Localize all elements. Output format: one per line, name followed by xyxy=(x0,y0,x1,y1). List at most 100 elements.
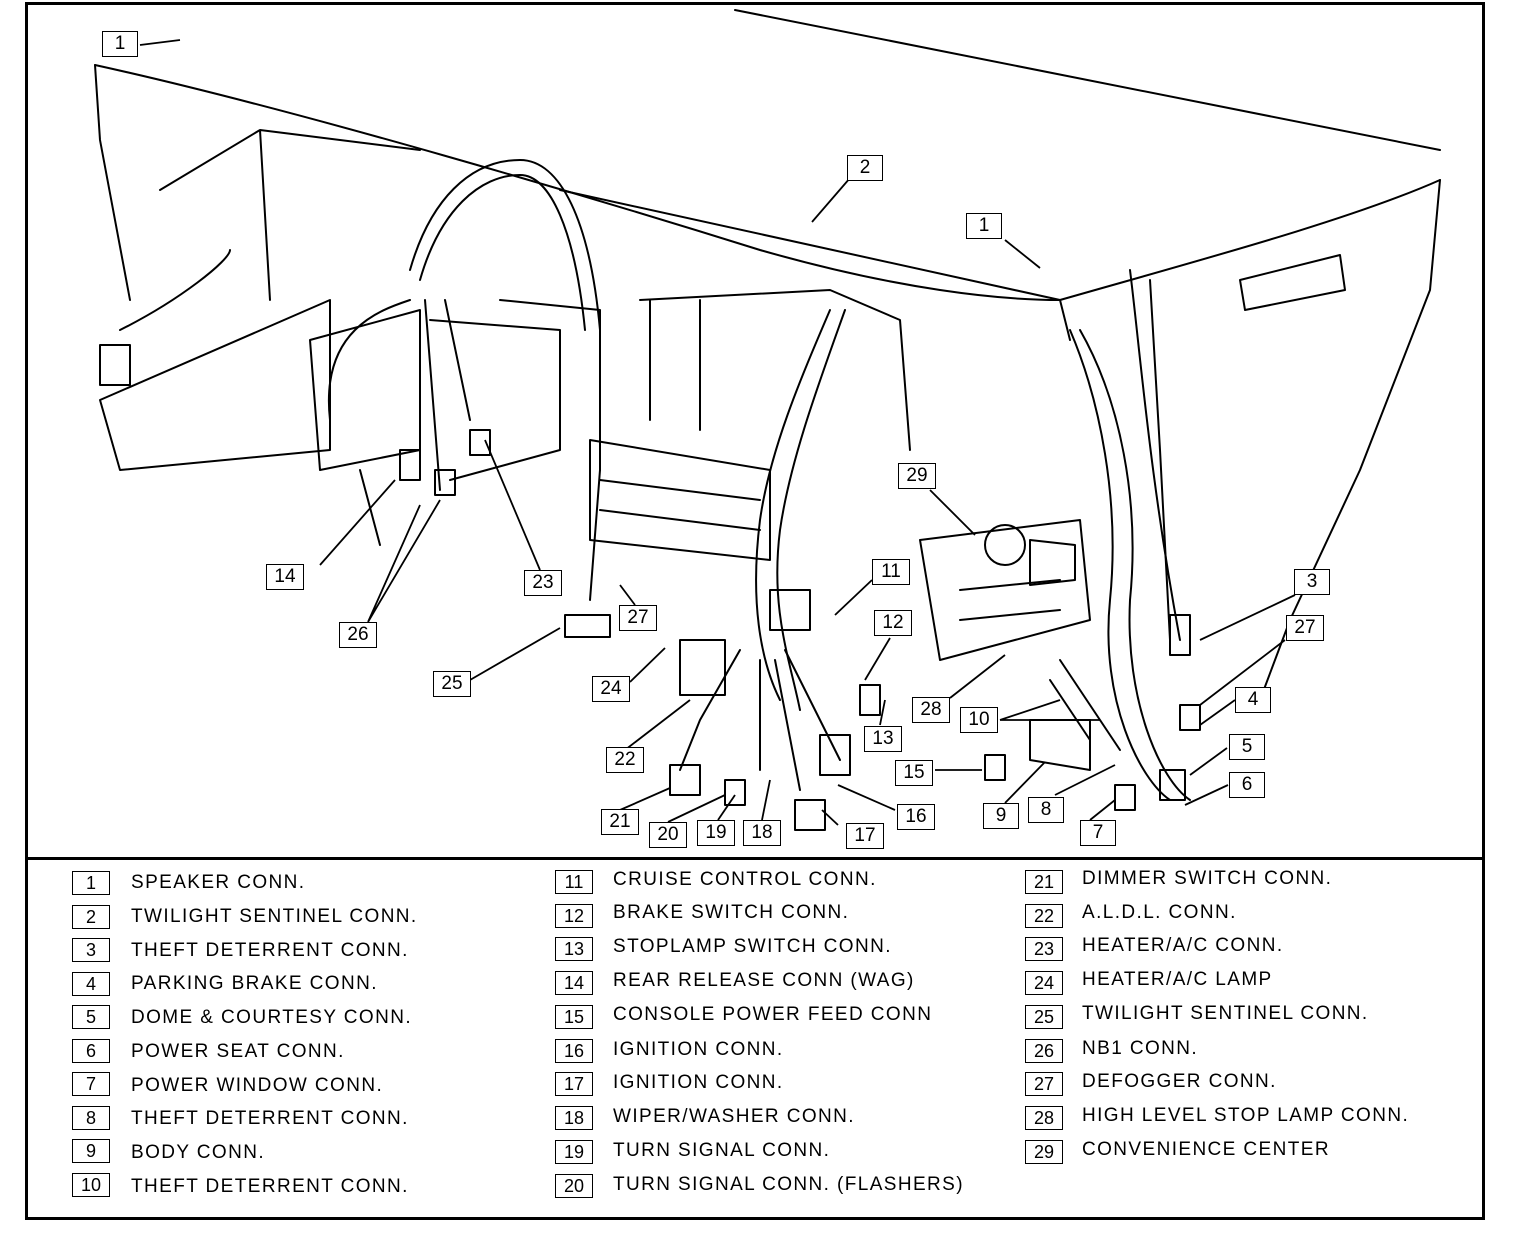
leader-16 xyxy=(837,784,896,811)
callout-18: 18 xyxy=(743,820,781,846)
leader-22 xyxy=(624,699,691,751)
legend-text-23: HEATER/A/C CONN. xyxy=(1082,935,1284,956)
legend-text-5: DOME & COURTESY CONN. xyxy=(131,1007,413,1028)
leader-14 xyxy=(319,479,396,566)
callout-27a: 27 xyxy=(619,605,657,631)
leader-4 xyxy=(1199,699,1236,726)
leader-5 xyxy=(1189,747,1228,776)
callout-27b: 27 xyxy=(1286,615,1324,641)
legend-num-1: 1 xyxy=(72,871,110,895)
callout-28: 28 xyxy=(912,697,950,723)
legend-text-21: DIMMER SWITCH CONN. xyxy=(1082,868,1333,889)
legend-num-23: 23 xyxy=(1025,937,1063,961)
legend-text-28: HIGH LEVEL STOP LAMP CONN. xyxy=(1082,1105,1410,1126)
legend-text-22: A.L.D.L. CONN. xyxy=(1082,902,1237,923)
leader-26 xyxy=(367,499,441,623)
legend-num-19: 19 xyxy=(555,1140,593,1164)
convenience-canister xyxy=(984,524,1026,566)
callout-17: 17 xyxy=(846,823,884,849)
legend-num-12: 12 xyxy=(555,904,593,928)
legend-num-28: 28 xyxy=(1025,1106,1063,1130)
callout-1b: 1 xyxy=(966,213,1002,239)
dash-top-edge xyxy=(94,64,1441,301)
legend-text-17: IGNITION CONN. xyxy=(613,1072,784,1093)
windshield-line xyxy=(734,9,1441,151)
legend-num-25: 25 xyxy=(1025,1005,1063,1029)
legend-num-29: 29 xyxy=(1025,1140,1063,1164)
legend-num-14: 14 xyxy=(555,971,593,995)
leader-11 xyxy=(834,579,873,616)
heater-box-face xyxy=(309,309,421,471)
legend-text-24: HEATER/A/C LAMP xyxy=(1082,969,1273,990)
legend-text-16: IGNITION CONN. xyxy=(613,1039,784,1060)
legend-num-17: 17 xyxy=(555,1072,593,1096)
leader-27b xyxy=(1199,639,1286,706)
callout-16: 16 xyxy=(897,804,935,830)
legend-num-24: 24 xyxy=(1025,971,1063,995)
legend-num-13: 13 xyxy=(555,937,593,961)
leader-1b xyxy=(1004,239,1041,269)
radio-panel xyxy=(589,439,771,561)
legend-num-26: 26 xyxy=(1025,1039,1063,1063)
legend-num-10: 10 xyxy=(72,1173,110,1197)
legend-text-2: TWILIGHT SENTINEL CONN. xyxy=(131,906,418,927)
callout-19: 19 xyxy=(697,820,735,846)
legend-text-13: STOPLAMP SWITCH CONN. xyxy=(613,936,892,957)
leader-25 xyxy=(469,627,561,681)
legend-num-15: 15 xyxy=(555,1005,593,1029)
leader-8 xyxy=(1054,764,1116,796)
legend-num-6: 6 xyxy=(72,1039,110,1063)
convenience-center xyxy=(919,519,1091,661)
heater-box xyxy=(99,299,331,471)
callout-15: 15 xyxy=(895,760,933,786)
legend-text-9: BODY CONN. xyxy=(131,1142,266,1163)
dash-right-side xyxy=(1259,179,1441,701)
dash-left-face xyxy=(94,64,131,301)
leader-13 xyxy=(879,699,886,726)
callout-11: 11 xyxy=(872,559,910,585)
callout-3: 3 xyxy=(1294,569,1330,595)
callout-4: 4 xyxy=(1235,687,1271,713)
legend-num-21: 21 xyxy=(1025,870,1063,894)
legend-text-19: TURN SIGNAL CONN. xyxy=(613,1140,831,1161)
legend-text-14: REAR RELEASE CONN (WAG) xyxy=(613,970,915,991)
leader-17 xyxy=(821,809,839,826)
dash-cowl xyxy=(159,129,421,301)
left-harness xyxy=(409,159,601,331)
legend-text-10: THEFT DETERRENT CONN. xyxy=(131,1176,409,1197)
callout-14: 14 xyxy=(266,564,304,590)
leader-29 xyxy=(929,489,976,536)
leader-28 xyxy=(949,654,1006,699)
legend-num-22: 22 xyxy=(1025,904,1063,928)
legend-text-25: TWILIGHT SENTINEL CONN. xyxy=(1082,1003,1369,1024)
callout-7: 7 xyxy=(1080,820,1116,846)
leader-21 xyxy=(619,787,671,811)
legend-num-3: 3 xyxy=(72,938,110,962)
legend-num-5: 5 xyxy=(72,1005,110,1029)
legend-text-3: THEFT DETERRENT CONN. xyxy=(131,940,409,961)
legend-text-6: POWER SEAT CONN. xyxy=(131,1041,345,1062)
callout-13: 13 xyxy=(864,726,902,752)
legend-num-20: 20 xyxy=(555,1174,593,1198)
leader-1a xyxy=(139,39,181,46)
legend-num-18: 18 xyxy=(555,1106,593,1130)
legend-text-27: DEFOGGER CONN. xyxy=(1082,1071,1277,1092)
legend-num-9: 9 xyxy=(72,1139,110,1163)
leader-7 xyxy=(1089,799,1116,821)
legend-text-4: PARKING BRAKE CONN. xyxy=(131,973,378,994)
legend-text-12: BRAKE SWITCH CONN. xyxy=(613,902,850,923)
legend-text-26: NB1 CONN. xyxy=(1082,1038,1199,1059)
leader-27a xyxy=(619,584,636,606)
legend-text-1: SPEAKER CONN. xyxy=(131,872,306,893)
callout-5: 5 xyxy=(1229,734,1265,760)
leader-18 xyxy=(761,779,771,821)
legend-num-16: 16 xyxy=(555,1039,593,1063)
callout-9: 9 xyxy=(983,803,1019,829)
leader-12 xyxy=(864,637,891,681)
legend-text-20: TURN SIGNAL CONN. (FLASHERS) xyxy=(613,1174,964,1195)
legend-num-27: 27 xyxy=(1025,1072,1063,1096)
callout-20: 20 xyxy=(649,822,687,848)
center-harness xyxy=(755,309,831,701)
callout-2: 2 xyxy=(847,155,883,181)
